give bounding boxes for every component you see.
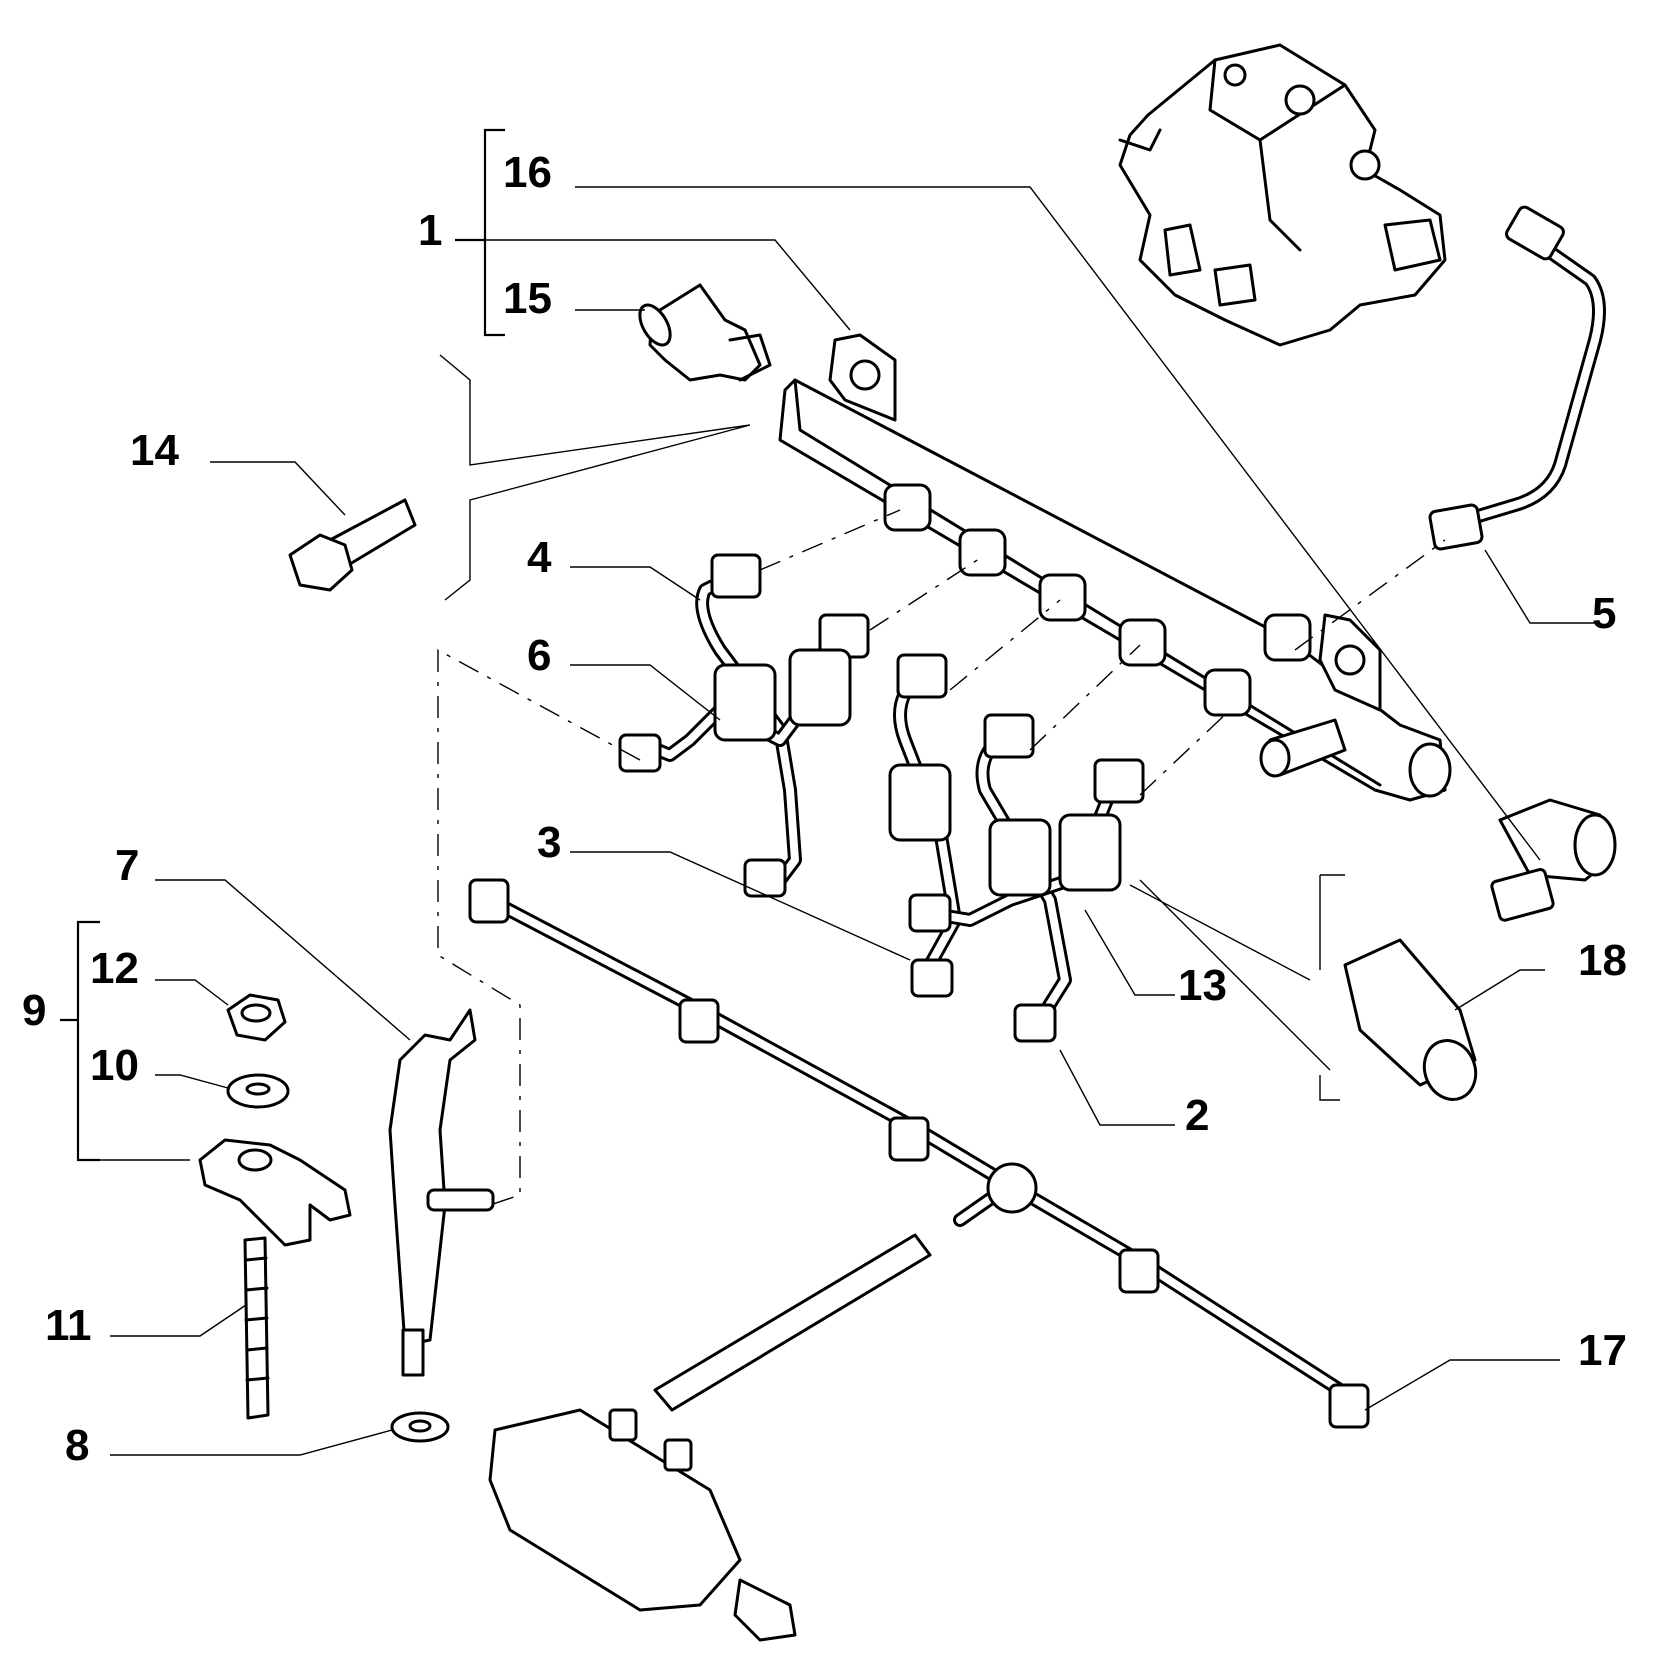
callout-17: 17 (1578, 1326, 1627, 1375)
callout-1: 1 (418, 206, 442, 255)
clamp-bracket (198, 1138, 352, 1247)
washer-10 (226, 1073, 290, 1109)
bolt-14 (288, 498, 417, 592)
callout-13: 13 (1178, 961, 1227, 1010)
callout-9: 9 (22, 986, 46, 1035)
injector (388, 1008, 495, 1377)
rail-outlets (883, 483, 1312, 717)
washer-8 (390, 1411, 450, 1443)
callouts: 16 1 15 14 4 6 5 3 7 12 9 10 13 18 2 11 … (22, 148, 1627, 1470)
center-lines (437, 509, 1446, 1206)
pipes-group-left (618, 553, 870, 898)
callout-4: 4 (527, 533, 552, 582)
pressure-regulator (1490, 798, 1617, 922)
callout-3: 3 (537, 818, 561, 867)
pipe-5 (1428, 205, 1606, 551)
callout-15: 15 (503, 274, 552, 323)
callout-6: 6 (527, 631, 551, 680)
stud-11 (243, 1236, 270, 1420)
callout-11: 11 (45, 1301, 92, 1350)
nut-12 (226, 993, 287, 1042)
leader-lines (60, 128, 1600, 1456)
callout-18: 18 (1578, 936, 1627, 985)
callout-14: 14 (130, 426, 179, 475)
callout-5: 5 (1592, 589, 1616, 638)
callout-8: 8 (65, 1421, 89, 1470)
callout-10: 10 (90, 1041, 139, 1090)
callout-12: 12 (90, 944, 139, 993)
return-hose (488, 1233, 932, 1642)
common-rail (778, 333, 1452, 802)
clip-18 (1343, 938, 1478, 1101)
high-pressure-pump (1118, 43, 1447, 347)
pressure-sensor-15 (638, 283, 772, 382)
callout-16: 16 (503, 148, 552, 197)
callout-2: 2 (1185, 1091, 1209, 1140)
leak-off-line (468, 878, 1370, 1429)
pipes-group-right (888, 653, 1145, 1043)
callout-7: 7 (115, 841, 139, 890)
